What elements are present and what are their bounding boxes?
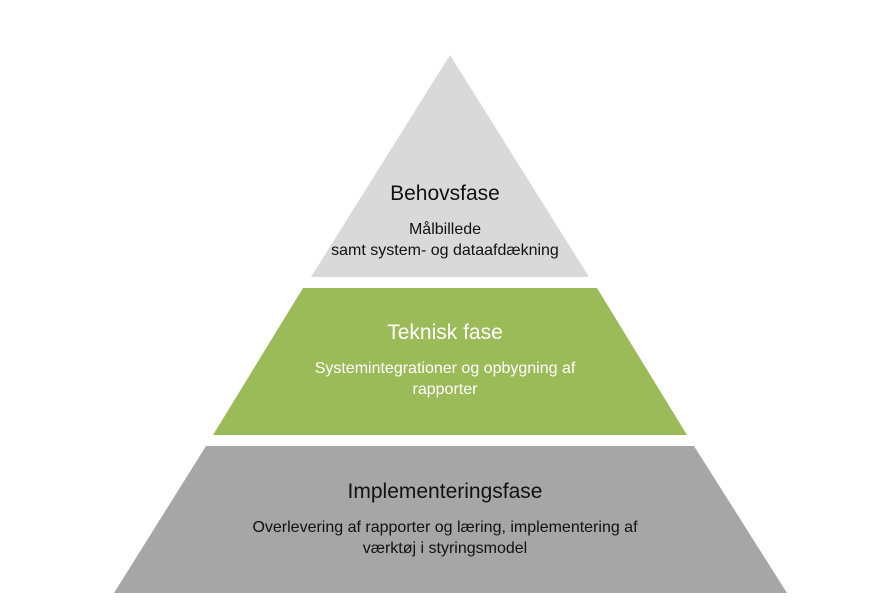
pyramid-layer-top-shape bbox=[311, 55, 589, 277]
layer-title-implementeringsfase: Implementeringsfase bbox=[347, 480, 543, 503]
layer-description-line-1: Målbillede bbox=[408, 221, 482, 238]
pyramid-layer-top: Behovsfase Målbillede samt system- og da… bbox=[0, 181, 890, 261]
layer-description-line-2: værktøj i styringsmodel bbox=[362, 540, 528, 557]
layer-title-behovsfase: Behovsfase bbox=[390, 182, 500, 205]
layer-description-line-2: rapporter bbox=[412, 381, 478, 398]
pyramid-layer-bottom-shape bbox=[114, 446, 787, 593]
layer-description-line-1: Systemintegrationer og opbygning af bbox=[314, 360, 576, 377]
pyramid-layer-bottom: Implementeringsfase Overlevering af rapp… bbox=[0, 479, 890, 559]
pyramid-layer-middle-shape bbox=[213, 288, 687, 435]
pyramid-layer-middle: Teknisk fase Systemintegrationer og opby… bbox=[0, 320, 890, 400]
layer-description-line-2: samt system- og dataafdækning bbox=[331, 242, 559, 259]
layer-title-teknisk-fase: Teknisk fase bbox=[387, 321, 503, 344]
layer-description-line-1: Overlevering af rapporter og læring, imp… bbox=[252, 519, 638, 536]
